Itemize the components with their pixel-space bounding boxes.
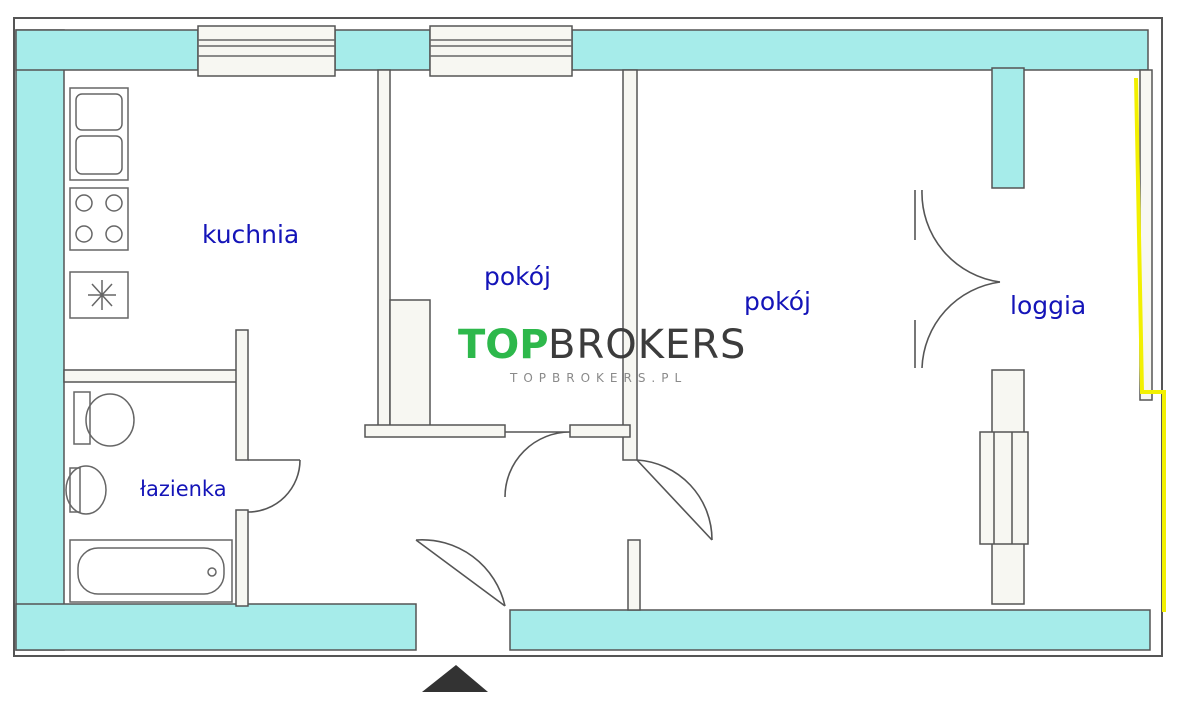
wall-bottom-left (15, 603, 417, 651)
outer-boundary (13, 17, 1163, 657)
wall-top-3 (571, 29, 1149, 71)
wall-left (15, 29, 65, 651)
wall-bottom-right (509, 609, 1151, 651)
loggia-railing (1134, 77, 1166, 612)
wall-top-1 (15, 29, 199, 71)
door-bathroom (247, 459, 301, 513)
door-room2 (636, 459, 713, 541)
label-loggia: loggia (1010, 291, 1086, 320)
label-room-2: pokój (744, 287, 811, 316)
label-kitchen: kuchnia (202, 220, 299, 249)
radiator (979, 431, 1029, 545)
label-bathroom: łazienka (140, 477, 227, 501)
logo-url-text: TOPBROKERS.PL (509, 371, 687, 385)
door-room1 (504, 431, 571, 498)
stove-icon (69, 187, 129, 251)
label-room-1: pokój (484, 262, 551, 291)
interior-walls (63, 69, 1153, 611)
door-loggia-upper (921, 189, 1001, 283)
triangle-up-icon (422, 665, 488, 692)
window-2 (429, 25, 573, 77)
bathtub-icon (69, 539, 233, 603)
door-loggia-lower (921, 281, 1001, 369)
wall-loggia-pillar (991, 67, 1025, 189)
door-entrance (415, 538, 506, 607)
doors (247, 189, 1001, 607)
kitchen-sink (69, 87, 129, 181)
logo-top-text: TOP (458, 322, 549, 368)
wall-top-2 (334, 29, 431, 71)
outer-walls (15, 29, 1151, 651)
toilet-icon (73, 391, 135, 447)
window-1 (197, 25, 336, 77)
washbasin-icon (65, 465, 107, 515)
kitchen-appliance (69, 271, 129, 319)
logo-brokers-text: BROKERS (548, 322, 746, 368)
topbrokers-logo: TOP BROKERS TOPBROKERS.PL (458, 322, 746, 385)
